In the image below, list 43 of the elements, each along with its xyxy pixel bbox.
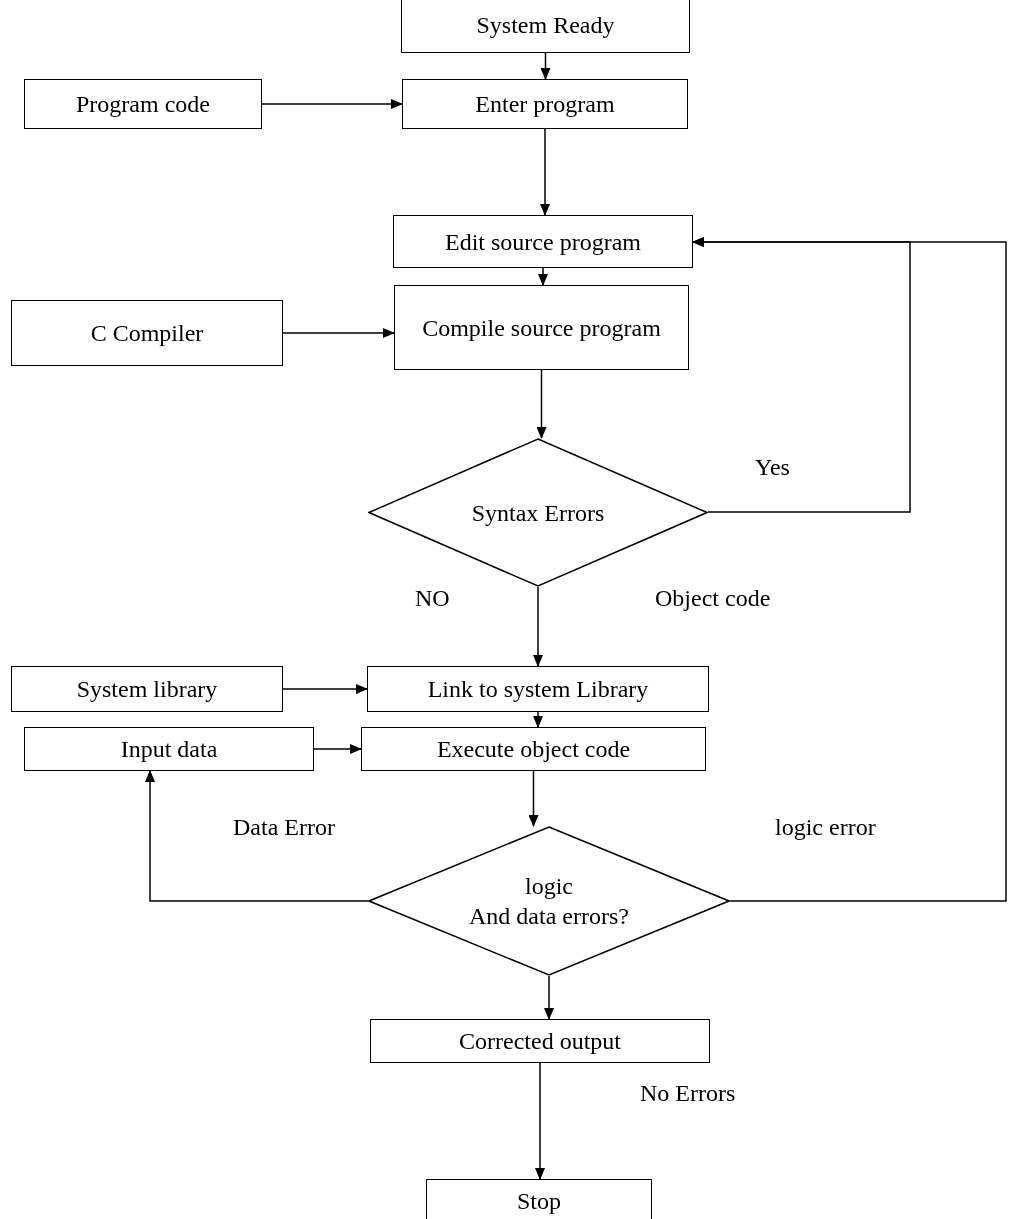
arrow	[145, 770, 369, 902]
arrow	[692, 237, 1007, 902]
arrow	[528, 770, 539, 827]
process-box	[393, 215, 693, 268]
node-label: Enter program	[474, 90, 616, 119]
arrow	[533, 586, 543, 667]
process-box	[401, 0, 690, 53]
node-label: And data errors?	[468, 902, 630, 931]
node-label: logic	[524, 872, 574, 901]
arrow	[313, 744, 362, 754]
arrow	[540, 128, 550, 216]
arrow	[533, 711, 543, 728]
process-box	[11, 300, 283, 366]
node-label: Program code	[75, 90, 211, 119]
node-label: System library	[75, 675, 219, 704]
arrow	[544, 975, 554, 1020]
node-label: Edit source program	[444, 227, 642, 257]
node-label: Syntax Errors	[470, 498, 606, 528]
node-label: Execute object code	[435, 735, 632, 764]
process-box	[402, 79, 688, 129]
node-label: Compile source program	[421, 313, 662, 343]
arrow	[538, 267, 548, 286]
arrow	[536, 369, 547, 439]
node-label: Link to system Library	[426, 675, 650, 704]
process-box	[426, 1179, 652, 1219]
arrow	[540, 52, 551, 80]
arrow	[261, 99, 403, 109]
annotation-label: Object code	[655, 584, 771, 613]
node-label: Input data	[119, 735, 219, 764]
node-label: System Ready	[475, 10, 616, 40]
node-label: C Compiler	[89, 319, 205, 348]
arrow	[282, 328, 395, 338]
process-box	[367, 666, 709, 712]
process-box	[394, 285, 689, 370]
arrow	[535, 1062, 545, 1180]
arrow	[282, 684, 368, 694]
process-box	[24, 79, 262, 129]
process-box	[11, 666, 283, 712]
process-box	[24, 727, 314, 771]
node-label: Corrected output	[458, 1027, 622, 1056]
process-box	[361, 727, 706, 771]
process-box	[370, 1019, 710, 1063]
node-label: Stop	[516, 1187, 562, 1216]
